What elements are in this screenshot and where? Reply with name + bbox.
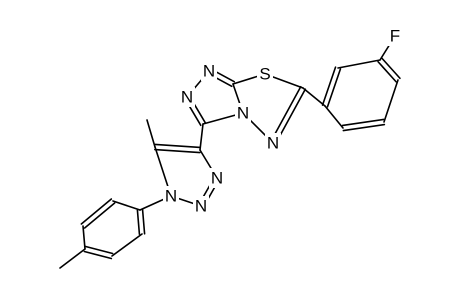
double-bond-b-tc5-tc6 [80, 198, 113, 225]
single-bond-fc4-fc5 [324, 105, 344, 129]
single-bond-tc4-tc5 [82, 225, 86, 250]
double-bond-a-tC5-tC4 [154, 148, 201, 154]
triazole-n2-atom-label: N [181, 88, 193, 107]
sulfur-label-mask [257, 64, 273, 84]
triazole-n2-label-mask [179, 87, 195, 107]
thiadiazole-n-label-mask [265, 133, 281, 153]
sulfur-atom-label: S [259, 65, 270, 84]
single-bond-fc5-C6 [302, 87, 326, 107]
bridge-n-atom-label: N [237, 104, 249, 123]
single-bond-fc6-fc1 [337, 59, 381, 69]
double-bond-a-fc5-fc6 [326, 68, 342, 108]
double-bond-a-fc1-fc2 [377, 60, 397, 83]
double-bond-b-fc1-fc2 [381, 57, 401, 80]
fluorine-label-mask [387, 26, 403, 46]
single-bond-tc4-tMe [59, 248, 86, 269]
single-bond-tc2-tc3 [111, 233, 143, 257]
single-bond-tC5-me5 [146, 119, 156, 148]
thiadiazole-n-atom-label: N [267, 134, 279, 153]
triazole-n1-atom-label: N [203, 62, 215, 81]
double-bond-b-tc3-tc4 [83, 250, 113, 260]
double-bond-b-N5-C6 [269, 85, 302, 143]
single-bond-fc2-fc3 [383, 79, 399, 123]
double-bond-b-fc3-fc4 [342, 123, 386, 132]
double-bond-b-tc1-tc2 [141, 208, 146, 235]
double-bond-a-tc5-tc6 [83, 202, 116, 229]
atom-label-layer: F S N N N N N N N [163, 26, 403, 216]
fluorine-atom-label: F [390, 27, 400, 46]
single-bond-C3-tC4 [199, 123, 204, 151]
triazole2-n3-label-mask [209, 168, 225, 188]
double-bond-a-tc3-tc4 [84, 245, 114, 255]
triazole2-n1-atom-label: N [165, 187, 177, 206]
triazole2-n3-atom-label: N [211, 169, 223, 188]
double-bond-a-tc1-tc2 [136, 209, 141, 236]
triazole2-n2-atom-label: N [195, 197, 207, 216]
double-bond-a-fc3-fc4 [341, 118, 385, 127]
triazole2-n1-label-mask [163, 186, 179, 206]
triazole-n1-label-mask [201, 61, 217, 81]
double-bond-b-fc5-fc6 [321, 66, 337, 106]
double-bond-b-tC5-tC4 [154, 143, 201, 149]
bridge-n-label-mask [235, 103, 251, 123]
bond-layer [59, 35, 401, 269]
triazole2-n2-label-mask [193, 196, 209, 216]
single-bond-tc6-tc1 [112, 200, 141, 211]
